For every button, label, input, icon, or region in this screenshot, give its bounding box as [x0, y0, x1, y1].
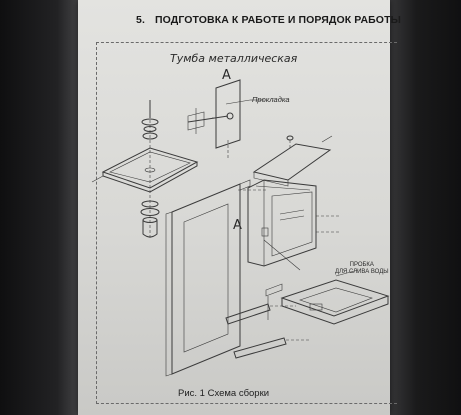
cabinet-body	[247, 179, 340, 267]
drain-plug-label: ПРОБКА ДЛЯ СЛИВА ВОДЫ	[335, 262, 389, 276]
drawing-frame	[96, 42, 397, 404]
drawing-title: Тумба металлическая	[170, 52, 298, 65]
sink-assembly	[91, 100, 199, 240]
crossbars	[225, 283, 310, 359]
manual-page	[78, 0, 390, 415]
section-title-text: ПОДГОТОВКА К РАБОТЕ И ПОРЯДОК РАБОТЫ	[154, 14, 401, 26]
detail-view-a	[187, 79, 264, 160]
view-label-a-side: А	[233, 218, 242, 233]
gasket-label: Прокладка	[252, 95, 290, 104]
section-number: 5.	[136, 14, 145, 26]
cabinet-top-panel	[252, 135, 333, 187]
bottom-shelf	[280, 279, 390, 325]
photo-background-right	[387, 0, 461, 415]
figure-caption: Рис. 1 Схема сборки	[178, 388, 270, 399]
cabinet-side-frame	[165, 179, 268, 377]
photo-background-left	[0, 0, 82, 415]
drain-plug-label-line1: ПРОБКА	[349, 262, 374, 268]
section-heading: 5. ПОДГОТОВКА К РАБОТЕ И ПОРЯДОК РАБОТЫ	[136, 14, 401, 26]
drain-plug-label-line2: ДЛЯ СЛИВА ВОДЫ	[335, 269, 389, 275]
leader-lines	[263, 239, 359, 277]
view-label-a-top: А	[222, 68, 231, 83]
